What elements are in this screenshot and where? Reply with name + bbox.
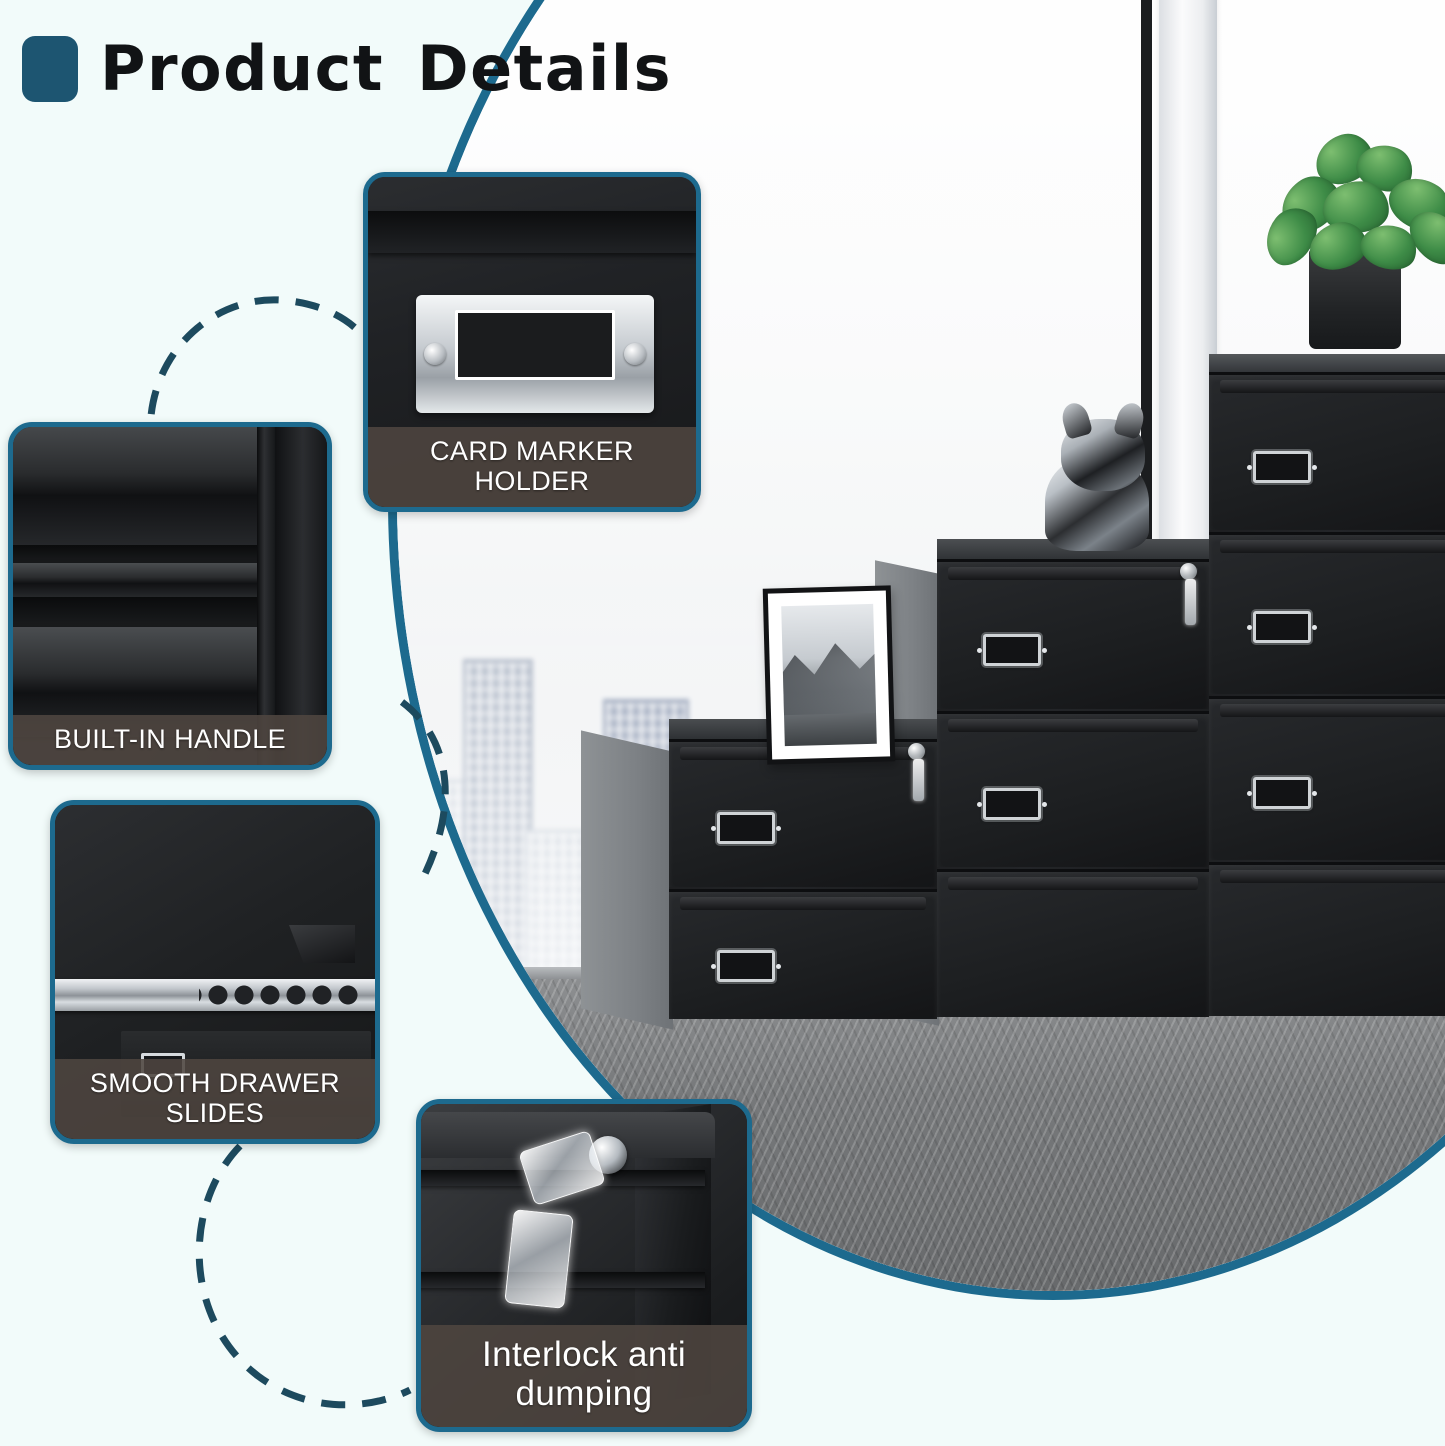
card-marker-badge [977,788,1047,820]
card-marker-badge [977,634,1047,666]
cabinet-drawer [937,559,1209,709]
filing-cabinet-tall [1209,354,1445,1016]
drawer-slide-rail [55,979,375,1011]
cabinet-lock [908,743,925,760]
cabinet-drawer [669,889,937,1019]
card-marker-badge [711,812,781,844]
framed-photo [762,585,896,765]
callout-interlock-anti-dumping[interactable]: Interlock anti dumping [416,1099,752,1432]
cabinet-key-lower [504,1209,574,1309]
callout-card-marker-holder[interactable]: CARD MARKER HOLDER [363,172,701,512]
bulldog-figurine [1035,400,1175,551]
card-marker-holder-hardware [416,295,654,413]
card-marker-badge [1247,611,1317,643]
card-marker-badge [1247,777,1317,809]
product-photo [388,0,1445,1300]
cabinet-drawer [1209,696,1445,860]
callout-label-line-2: dumping [515,1373,653,1413]
header-badge-icon [22,36,78,102]
page-header: Product Details [22,36,672,102]
filing-cabinet-medium [875,539,1209,1026]
callout-label-interlock-anti-dumping: Interlock anti dumping [421,1324,747,1427]
filing-cabinet-short [581,719,937,1030]
cabinet-lock [1180,563,1197,580]
callout-label-smooth-drawer-slides: SMOOTH DRAWER SLIDES [55,1058,375,1139]
cabinet-key [913,759,924,801]
product-scene [397,0,1445,1291]
callout-label-built-in-handle: BUILT-IN HANDLE [13,714,327,765]
window-frame-dark [1141,0,1152,784]
callout-smooth-drawer-slides[interactable]: SMOOTH DRAWER SLIDES [50,800,380,1144]
cabinet-drawer [937,869,1209,1017]
plant-leaves [1253,127,1445,279]
callout-label-line-1: Interlock anti [481,1334,687,1374]
cabinet-drawer [1209,862,1445,1016]
cabinet-key [1185,579,1196,625]
cabinet-drawer [1209,372,1445,530]
page-title: Product Details [100,32,673,105]
built-in-handle-photo [13,427,327,765]
cabinet-drawer [937,711,1209,867]
card-marker-badge [1247,451,1317,483]
callout-label-card-marker-holder: CARD MARKER HOLDER [368,426,696,507]
card-marker-badge [711,950,781,982]
cabinet-drawer [1209,532,1445,694]
callout-built-in-handle[interactable]: BUILT-IN HANDLE [8,422,332,770]
